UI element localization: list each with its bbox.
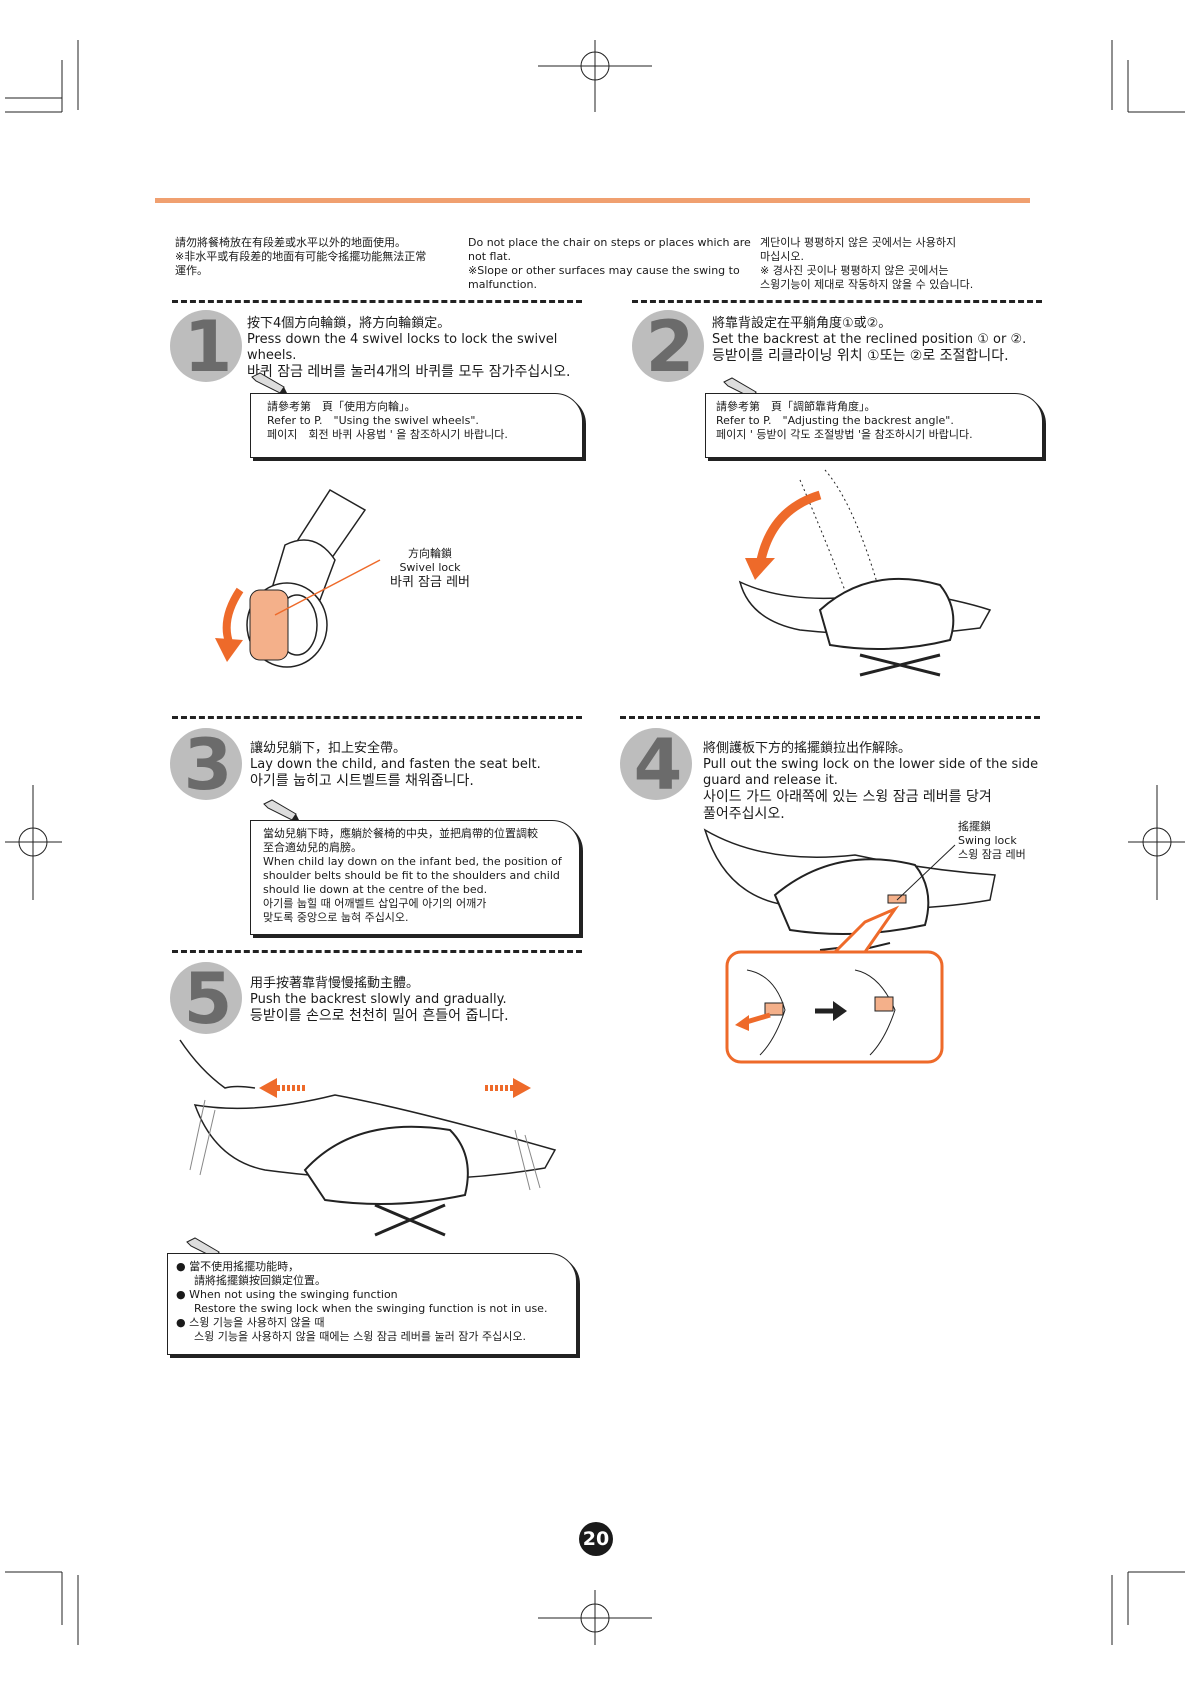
divider-top-left <box>172 300 582 303</box>
bullet-icon: ● <box>176 1288 186 1301</box>
bullet-icon: ● <box>176 1316 186 1329</box>
step3-note: 當幼兒躺下時，應躺於餐椅的中央，並把肩帶的位置調較至合適幼兒的肩膀。When c… <box>250 820 580 935</box>
swing-lock-illustration <box>705 825 1005 1065</box>
step1-note: 請參考第 頁「使用方向輪」。Refer to P. "Using the swi… <box>250 393 583 458</box>
recline-illustration <box>740 470 1010 680</box>
bullet-icon: ● <box>176 1260 186 1273</box>
step4-number: 4 <box>620 728 692 800</box>
step1-text: 按下4個方向輪鎖，將方向輪鎖定。 Press down the 4 swivel… <box>247 316 607 381</box>
page-number: 20 <box>579 1522 613 1556</box>
intro-zh: 請勿將餐椅放在有段差或水平以外的地面使用。※非水平或有段差的地面有可能令搖擺功能… <box>175 236 455 278</box>
step2-text: 將靠背設定在平躺角度①或②。 Set the backrest at the r… <box>712 316 1072 365</box>
swing-off-note: ● 當不使用搖擺功能時， 請將搖擺鎖按回鎖定位置。 ● When not usi… <box>167 1253 577 1355</box>
intro-en: Do not place the chair on steps or place… <box>468 236 758 292</box>
rocking-illustration <box>175 1040 575 1240</box>
step5-text: 用手按著靠背慢慢搖動主體。 Push the backrest slowly a… <box>250 976 590 1025</box>
divider-mid-right <box>620 716 1040 719</box>
step2-note: 請參考第 頁「調節靠背角度」。Refer to P. "Adjusting th… <box>705 393 1043 458</box>
step3-number: 3 <box>170 728 242 800</box>
divider-low-left <box>172 950 582 953</box>
step3-text: 讓幼兒躺下，扣上安全帶。 Lay down the child, and fas… <box>250 741 590 790</box>
step5-number: 5 <box>170 962 242 1034</box>
step2-number: 2 <box>632 310 704 382</box>
step4-text: 將側護板下方的搖擺鎖拉出作解除。 Pull out the swing lock… <box>703 741 1043 823</box>
divider-mid-left <box>172 716 582 719</box>
divider-top-right <box>632 300 1042 303</box>
header-rule <box>155 198 1030 203</box>
step1-number: 1 <box>170 310 242 382</box>
